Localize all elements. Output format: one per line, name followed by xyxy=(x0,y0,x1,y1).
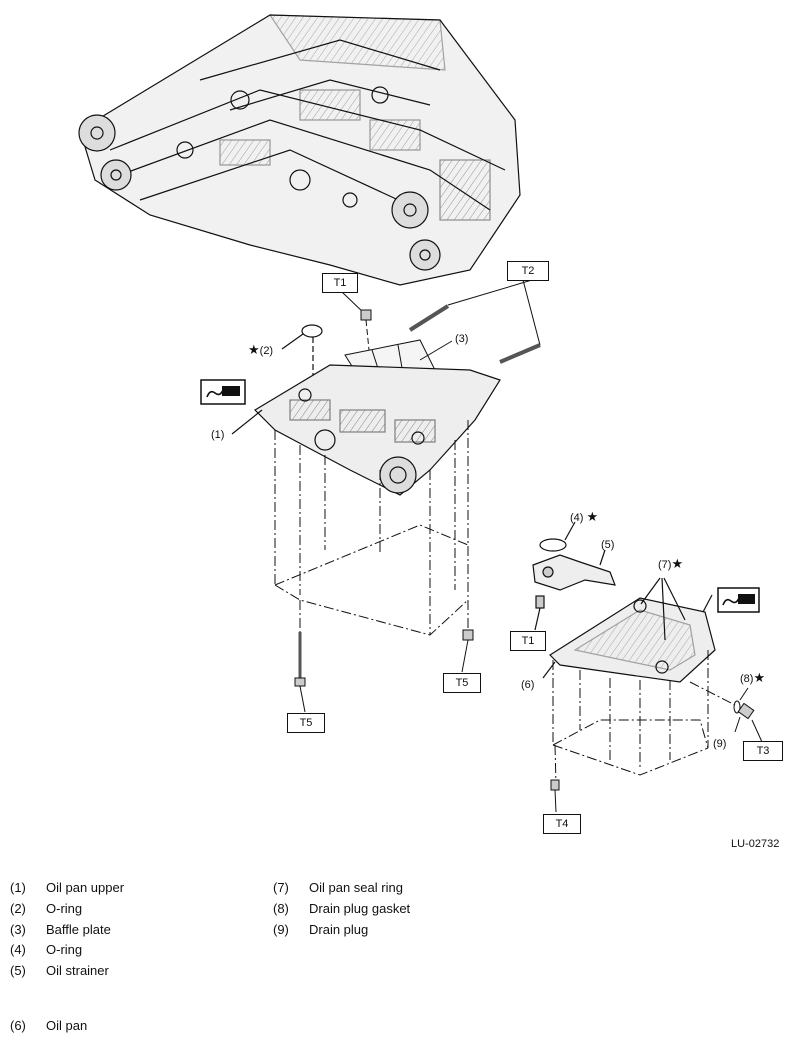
torque-label-t2: T2 xyxy=(507,261,549,281)
callout-8: (8)★ xyxy=(740,670,766,685)
callout-1: (1) xyxy=(211,429,225,441)
callout-7: (7)★ xyxy=(658,556,684,571)
callout-6: (6) xyxy=(521,679,535,691)
torque-label-t5-left: T5 xyxy=(287,713,325,733)
torque-label-t3: T3 xyxy=(743,741,783,761)
replace-part-star-icon: ★ xyxy=(753,670,766,685)
figure-code: LU-02732 xyxy=(731,838,780,850)
torque-label-t4: T4 xyxy=(543,814,581,834)
engine-cylinder-block-icon xyxy=(78,14,521,286)
liquid-gasket-sealant-icon xyxy=(200,379,760,613)
callout-3: (3) xyxy=(455,333,469,345)
replace-part-star-icon: ★ xyxy=(671,556,684,571)
torque-label-t5-right: T5 xyxy=(443,673,481,693)
callout-4: (4) ★ xyxy=(570,509,599,524)
callout-2: ★(2) xyxy=(248,342,274,357)
oil-pan-drawing xyxy=(542,577,716,683)
oil-pan-upper-drawing xyxy=(231,364,501,496)
replace-part-star-icon: ★ xyxy=(586,509,599,524)
callout-5: (5) xyxy=(601,539,615,551)
replace-part-star-icon: ★ xyxy=(248,342,260,357)
callout-9: (9) xyxy=(713,738,727,750)
diagram-drawing xyxy=(78,14,763,813)
torque-label-t1-strainer: T1 xyxy=(510,631,546,651)
torque-label-t1-top: T1 xyxy=(322,273,358,293)
exploded-view-diagram: T1 T2 T1 T5 T5 T3 T4 ★(2) (3) (1) (4) ★ … xyxy=(78,14,783,850)
